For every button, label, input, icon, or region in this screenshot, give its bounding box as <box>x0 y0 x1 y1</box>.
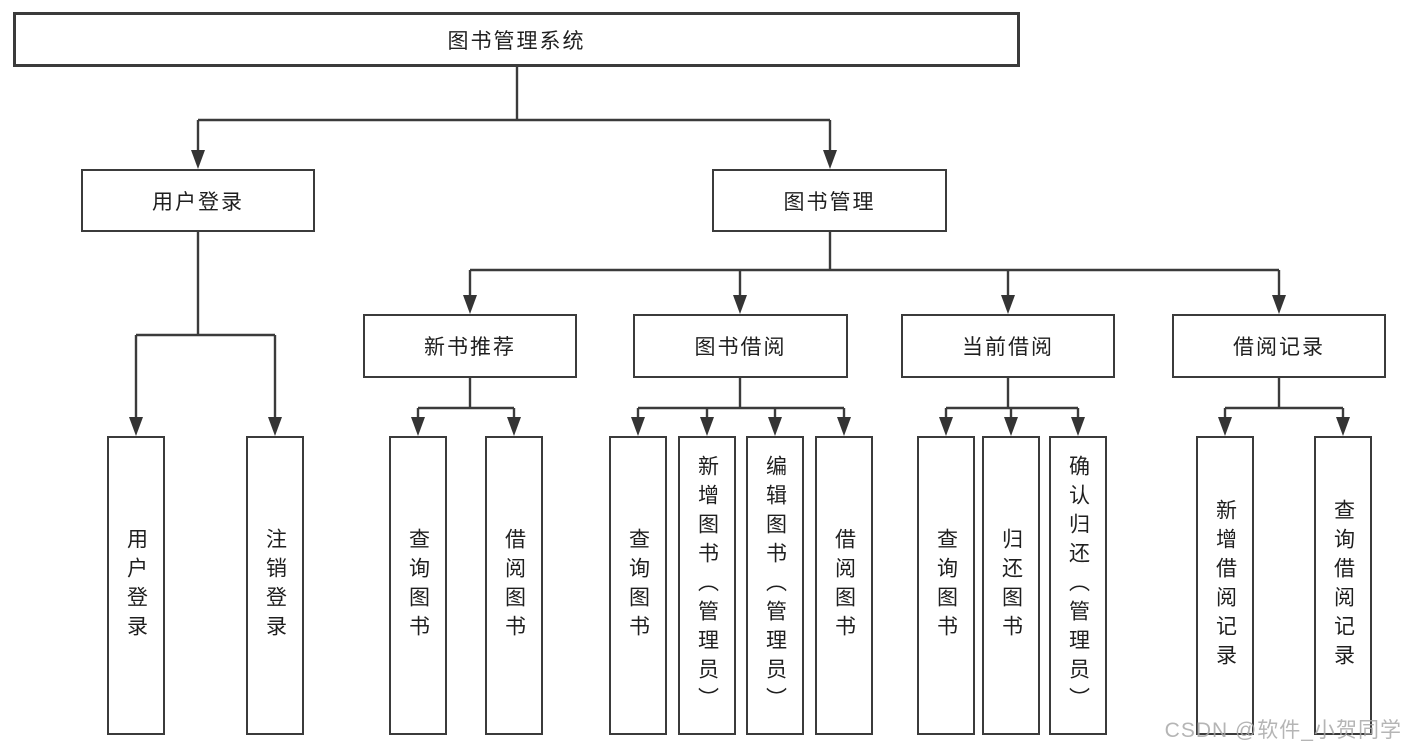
leaf-add-borrow-record: 新增借阅记录 <box>1196 436 1254 735</box>
connector-book-management-branch <box>463 232 1286 314</box>
connector-current-borrow-branch <box>939 378 1085 436</box>
leaf-confirm-return-admin: 确认归还（管理员） <box>1049 436 1107 735</box>
connector-book-borrow-branch <box>631 378 851 436</box>
node-library-management-system: 图书管理系统 <box>13 12 1020 67</box>
node-current-borrowing: 当前借阅 <box>901 314 1115 378</box>
node-user-login: 用户登录 <box>81 169 315 232</box>
node-book-management: 图书管理 <box>712 169 947 232</box>
leaf-query-borrow-record: 查询借阅记录 <box>1314 436 1372 735</box>
leaf-borrow-books-recommend: 借阅图书 <box>485 436 543 735</box>
node-new-book-recommendation: 新书推荐 <box>363 314 577 378</box>
connector-user-login-branch <box>129 232 282 436</box>
csdn-watermark: CSDN @软件_小贺同学 <box>1164 719 1402 742</box>
connector-new-book-branch <box>411 378 521 436</box>
leaf-query-books-borrow: 查询图书 <box>609 436 667 735</box>
node-borrowing-records: 借阅记录 <box>1172 314 1386 378</box>
leaf-user-login: 用户登录 <box>107 436 165 735</box>
node-book-borrowing: 图书借阅 <box>633 314 848 378</box>
connector-root-to-level2 <box>191 67 837 169</box>
leaf-add-books-admin: 新增图书（管理员） <box>678 436 736 735</box>
leaf-logout: 注销登录 <box>246 436 304 735</box>
leaf-query-books-current: 查询图书 <box>917 436 975 735</box>
leaf-query-books-recommend: 查询图书 <box>389 436 447 735</box>
leaf-edit-books-admin: 编辑图书（管理员） <box>746 436 804 735</box>
leaf-borrow-books: 借阅图书 <box>815 436 873 735</box>
connector-borrow-record-branch <box>1218 378 1350 436</box>
leaf-return-books: 归还图书 <box>982 436 1040 735</box>
